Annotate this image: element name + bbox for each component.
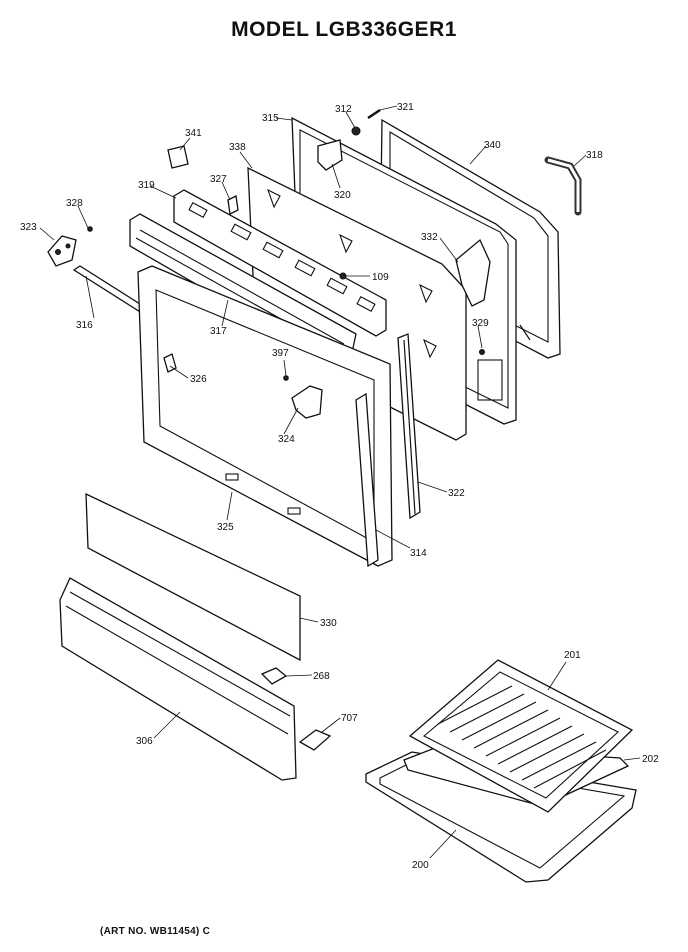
part-306-door-panel [59, 577, 297, 781]
part-326-spacer [163, 353, 177, 373]
callout-314: 314 [410, 548, 427, 559]
part-321-screw [367, 108, 381, 120]
callout-323: 323 [20, 222, 37, 233]
part-332-bracket [455, 238, 491, 307]
callout-397: 397 [272, 348, 289, 359]
callout-328: 328 [66, 198, 83, 209]
part-324-handle-bracket [291, 385, 323, 419]
callout-316: 316 [76, 320, 93, 331]
callout-202: 202 [642, 754, 659, 765]
callout-315: 315 [262, 113, 279, 124]
callout-330: 330 [320, 618, 337, 629]
callout-200: 200 [412, 860, 429, 871]
callout-317: 317 [210, 326, 227, 337]
part-312-nut [351, 126, 361, 136]
part-328-screw [87, 226, 93, 232]
part-318-door-gasket [544, 156, 582, 216]
part-327-spacer [227, 195, 239, 215]
callout-707: 707 [341, 713, 358, 724]
callout-leader-lines [39, 105, 641, 859]
callout-318: 318 [586, 150, 603, 161]
part-319-vent-frame [173, 189, 387, 337]
callout-324: 324 [278, 434, 295, 445]
callout-341: 341 [185, 128, 202, 139]
part-268-clip [260, 667, 288, 685]
part-341-clip [167, 145, 189, 169]
callout-268: 268 [313, 671, 330, 682]
part-323-hinge [47, 235, 77, 267]
callout-321: 321 [397, 102, 414, 113]
callout-319: 319 [138, 180, 155, 191]
part-201-broiler-grid [408, 659, 634, 813]
part-329-screw [479, 349, 485, 355]
callout-338: 338 [229, 142, 246, 153]
part-397-screw [283, 375, 289, 381]
part-320-bracket [317, 139, 343, 171]
part-314-side-strip [355, 392, 379, 568]
art-number: (ART NO. WB11454) C [100, 926, 211, 937]
callout-312: 312 [335, 104, 352, 115]
part-707-hinge-clip [298, 729, 332, 751]
callout-327: 327 [210, 174, 227, 185]
callout-325: 325 [217, 522, 234, 533]
part-109-screw [339, 272, 347, 280]
callout-322: 322 [448, 488, 465, 499]
callout-320: 320 [334, 190, 351, 201]
callout-201: 201 [564, 650, 581, 661]
part-330-window-glass [85, 492, 301, 662]
callout-306: 306 [136, 736, 153, 747]
diagram-title: MODEL LGB336GER1 [231, 18, 457, 41]
callout-340: 340 [484, 140, 501, 151]
callout-326: 326 [190, 374, 207, 385]
part-322-side-channel [397, 333, 421, 520]
callout-329: 329 [472, 318, 489, 329]
callout-109: 109 [372, 272, 389, 283]
callout-332: 332 [421, 232, 438, 243]
